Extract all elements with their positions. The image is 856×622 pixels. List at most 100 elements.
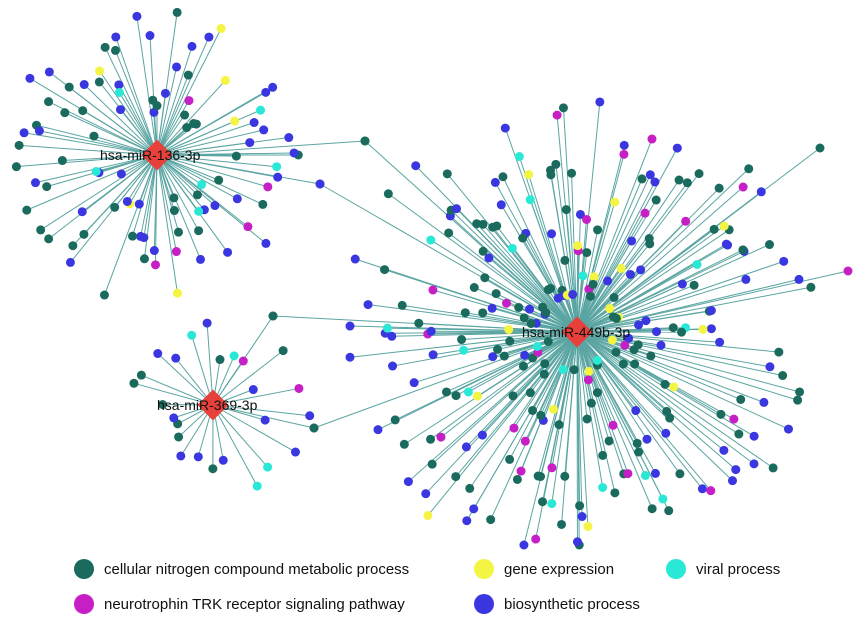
target-node xyxy=(719,221,729,231)
target-node xyxy=(689,280,699,290)
target-node xyxy=(589,272,599,282)
target-node xyxy=(388,361,398,371)
target-node xyxy=(114,80,124,90)
target-node xyxy=(218,455,228,465)
target-node xyxy=(77,207,87,217)
target-node xyxy=(524,170,534,180)
target-node xyxy=(478,308,488,318)
target-node xyxy=(248,385,258,395)
target-node xyxy=(452,204,462,214)
edge xyxy=(576,331,774,469)
target-node xyxy=(459,345,469,355)
target-node xyxy=(538,497,548,507)
edge xyxy=(576,331,604,488)
target-node xyxy=(518,233,528,243)
target-node xyxy=(64,82,74,92)
edge xyxy=(402,304,578,333)
outlier-node xyxy=(815,143,825,153)
target-node xyxy=(674,175,684,185)
edge xyxy=(576,331,789,430)
target-node xyxy=(110,202,120,212)
target-node xyxy=(604,436,614,446)
edge xyxy=(404,331,578,445)
target-node xyxy=(202,318,212,328)
target-node xyxy=(719,445,729,455)
legend-item-viral: viral process xyxy=(666,559,780,579)
target-node xyxy=(749,431,759,441)
target-node xyxy=(442,169,452,179)
edge xyxy=(156,154,177,252)
target-node xyxy=(650,468,660,478)
hub-label-hub-369: hsa-miR-369-3p xyxy=(157,397,258,413)
target-node xyxy=(598,450,608,460)
target-node xyxy=(382,323,392,333)
target-node xyxy=(208,464,218,474)
edge xyxy=(576,182,688,333)
target-node xyxy=(210,201,220,211)
target-node xyxy=(664,506,674,516)
target-node xyxy=(765,240,775,250)
target-node xyxy=(706,324,716,334)
target-node xyxy=(545,165,555,175)
target-node xyxy=(174,432,184,442)
edge xyxy=(576,286,811,333)
shared-node xyxy=(309,423,319,433)
edge xyxy=(156,140,366,156)
legend-item-biosynthetic: biosynthetic process xyxy=(474,594,640,614)
target-node xyxy=(220,75,230,85)
target-node xyxy=(490,177,500,187)
target-node xyxy=(583,521,593,531)
edge xyxy=(576,331,779,353)
target-node xyxy=(44,97,54,107)
edge xyxy=(156,36,210,156)
target-node xyxy=(273,172,283,182)
target-node xyxy=(134,199,144,209)
edge xyxy=(516,331,578,480)
target-node xyxy=(519,313,529,323)
target-node xyxy=(173,227,183,237)
target-node xyxy=(195,254,205,264)
target-node xyxy=(652,327,662,337)
target-node xyxy=(716,409,726,419)
target-node xyxy=(14,140,24,150)
edge xyxy=(482,331,578,436)
target-node xyxy=(547,499,557,509)
target-node xyxy=(423,511,433,521)
edge xyxy=(509,331,578,460)
target-node xyxy=(543,336,553,346)
edge xyxy=(469,331,578,489)
target-node xyxy=(110,45,120,55)
target-node xyxy=(582,214,592,224)
target-node xyxy=(245,138,255,148)
target-node xyxy=(582,414,592,424)
target-node xyxy=(30,178,40,188)
target-node xyxy=(741,274,751,284)
edge xyxy=(561,331,578,525)
target-node xyxy=(518,361,528,371)
legend-item-gene-expression: gene expression xyxy=(474,559,614,579)
legend-label-biosynthetic: biosynthetic process xyxy=(504,595,640,613)
target-node xyxy=(184,96,194,106)
target-node xyxy=(573,241,583,251)
target-node xyxy=(539,369,549,379)
target-node xyxy=(216,24,226,34)
target-node xyxy=(547,463,557,473)
edge xyxy=(156,46,193,156)
target-node xyxy=(610,488,620,498)
target-node xyxy=(194,226,204,236)
edge xyxy=(576,331,720,343)
target-node xyxy=(505,336,515,346)
target-node xyxy=(706,486,716,496)
target-node xyxy=(160,88,170,98)
edge xyxy=(576,187,720,333)
edge xyxy=(525,233,578,333)
edge xyxy=(576,331,653,509)
shared-node xyxy=(315,179,325,189)
target-node xyxy=(636,265,646,275)
edge xyxy=(29,77,158,156)
target-node xyxy=(675,469,685,479)
target-node xyxy=(95,66,105,76)
edge xyxy=(157,353,214,406)
edge xyxy=(141,374,214,406)
target-node xyxy=(560,255,570,265)
